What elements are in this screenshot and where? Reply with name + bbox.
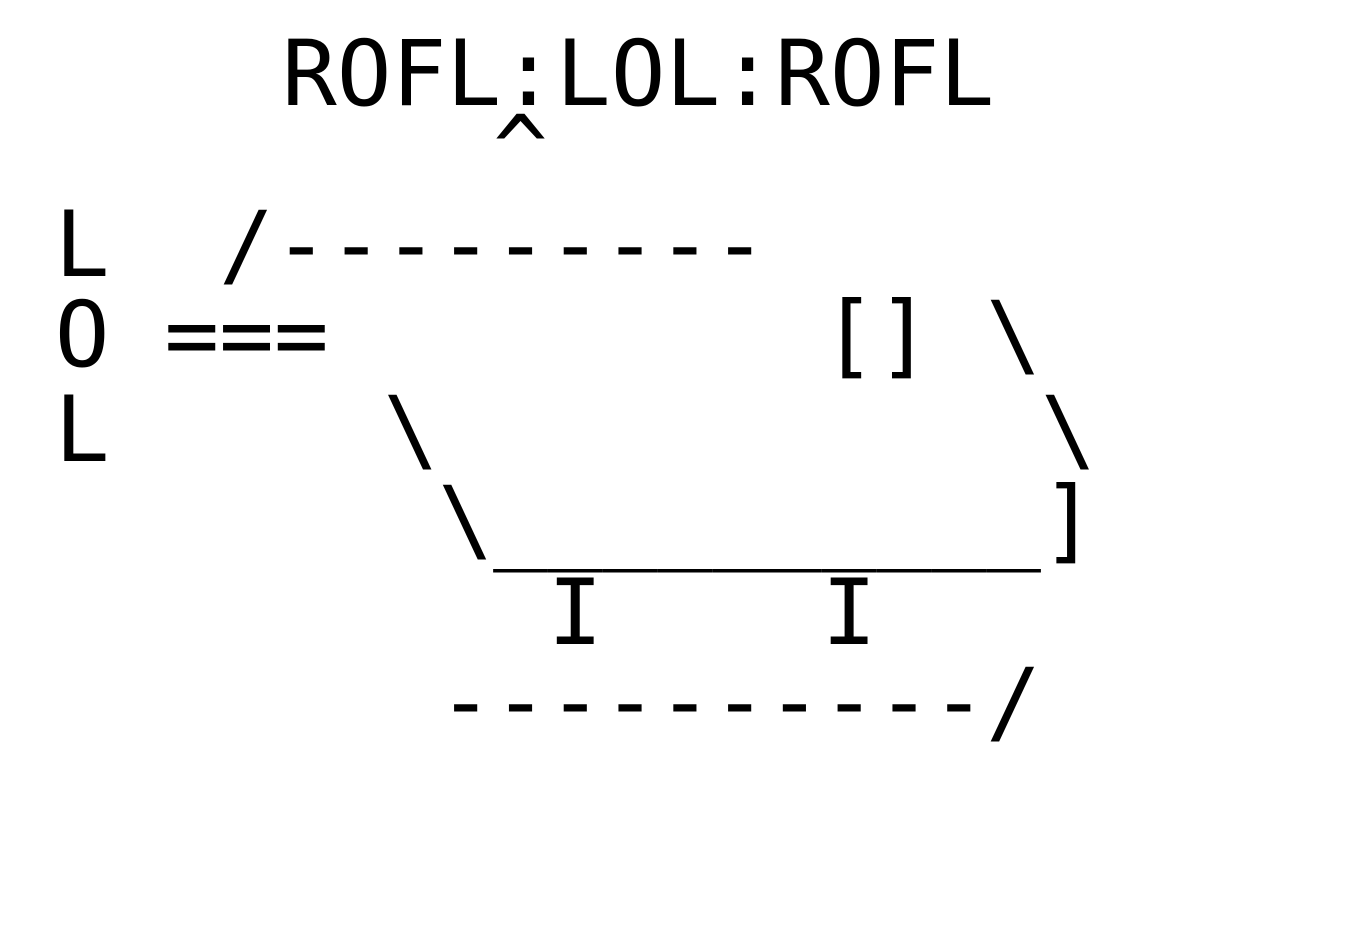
ascii-line-top-hull: L /--------- [0,200,767,291]
ascii-art-roflcopter: ROFL:LOL:ROFL ^ L /--------- O === [] \ … [0,29,1096,748]
ascii-line-hull-bottom: \__________] [0,475,1095,566]
landing-skid: ----------/ [0,650,1041,755]
ascii-line-landing-struts: I I [0,568,877,659]
hull-top: L /--------- [0,193,768,298]
ascii-line-rotor-mast: ^ [0,104,548,195]
hull-bottom: \__________] [0,468,1096,573]
rotor-mast-caret: ^ [0,97,548,202]
ascii-line-landing-skid: ----------/ [0,657,1041,748]
ascii-line-rotor-title: ROFL:LOL:ROFL [0,29,994,120]
ascii-line-tail-rotor: O === [] \ [0,290,1041,381]
ascii-line-hull-middle: L \ \ [0,385,1096,476]
rotor-text: ROFL:LOL:ROFL [282,22,995,127]
landing-struts: I I [0,561,877,666]
hull-middle: L \ \ [0,378,1096,483]
tail-rotor-window: O === [] \ [0,283,1041,388]
